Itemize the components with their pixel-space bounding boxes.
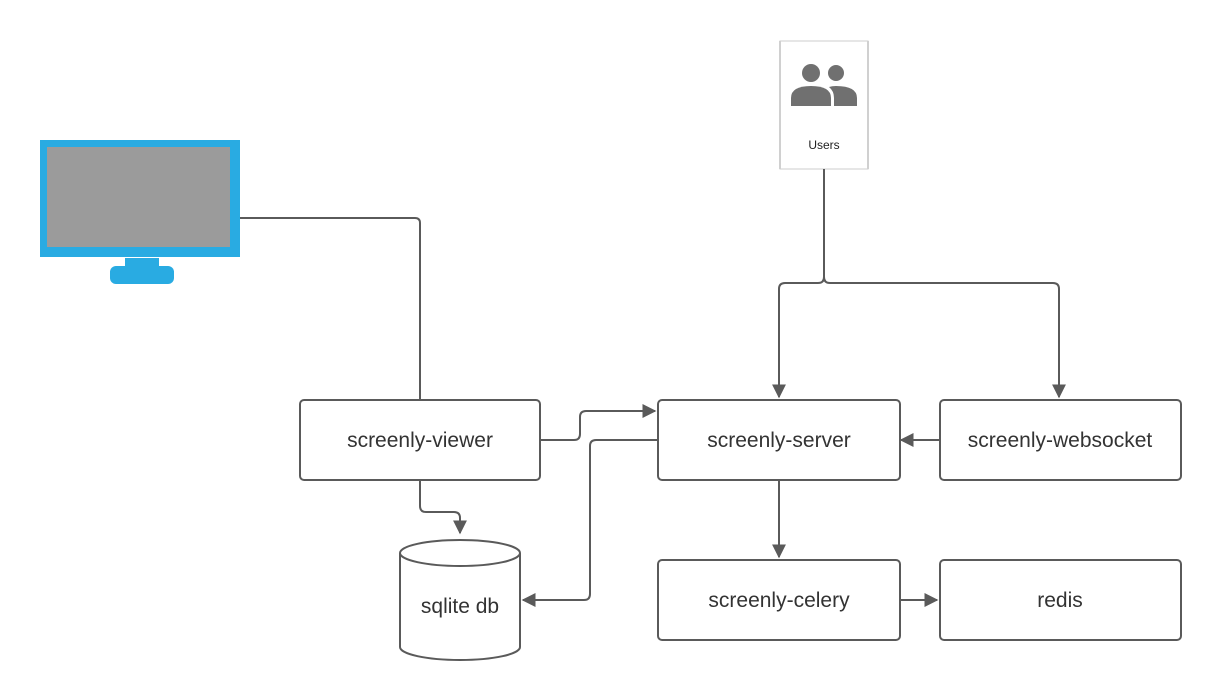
- users-icon: [791, 64, 857, 106]
- node-label: screenly-websocket: [968, 429, 1153, 452]
- users-label: Users: [808, 138, 839, 152]
- edge-users-server: [772, 169, 825, 399]
- users-card: Users: [779, 40, 869, 170]
- edge-viewer-sqlite: [419, 480, 467, 535]
- node-redis: redis: [939, 559, 1182, 641]
- node-screenly-websocket: screenly-websocket: [939, 399, 1182, 481]
- node-screenly-server: screenly-server: [657, 399, 901, 481]
- node-screenly-celery: screenly-celery: [657, 559, 901, 641]
- edge-users-websocket: [823, 276, 1066, 399]
- edges: [240, 169, 1066, 607]
- node-label: screenly-viewer: [347, 429, 493, 452]
- node-label: sqlite db: [421, 595, 499, 618]
- edge-server-sqlite: [521, 439, 658, 607]
- node-sqlite-db: sqlite db: [399, 539, 521, 661]
- monitor-icon: [40, 140, 240, 284]
- node-label: redis: [1037, 589, 1083, 612]
- node-label: screenly-server: [707, 429, 851, 452]
- edge-viewer-server: [540, 404, 657, 441]
- edge-monitor-viewer: [240, 217, 421, 400]
- node-screenly-viewer: screenly-viewer: [299, 399, 541, 481]
- node-label: screenly-celery: [708, 589, 850, 612]
